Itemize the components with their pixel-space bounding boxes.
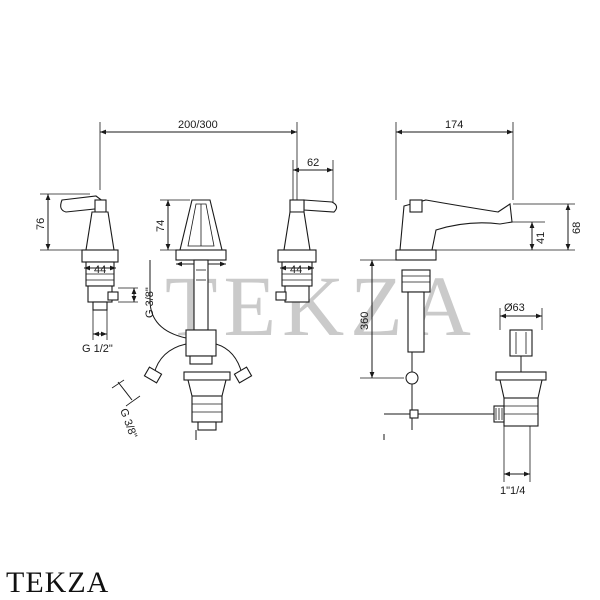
spout-length-dimension: 174 bbox=[395, 119, 514, 200]
center-body-height-label: 74 bbox=[155, 220, 167, 232]
left-handle-height-label: 76 bbox=[35, 218, 47, 230]
handle-reach-dimension: 62 bbox=[292, 157, 334, 205]
waste-thread-label: 1"1/4 bbox=[500, 485, 525, 497]
hose-length-label: 360 bbox=[359, 312, 371, 330]
inlet-thread-bottom-label: G 1/2" bbox=[82, 343, 113, 355]
hose-thread-label: G 3/8" bbox=[117, 407, 139, 440]
left-handle-valve: 76 44 G 3/8" G 1/2" bbox=[35, 193, 156, 355]
spacing-dimension: 200/300 bbox=[99, 119, 298, 200]
brand-logo-text: TEKZA bbox=[6, 566, 110, 599]
spout-height-label: 68 bbox=[571, 222, 583, 234]
spout-length-label: 174 bbox=[445, 119, 463, 131]
handle-reach-label: 62 bbox=[307, 157, 319, 169]
spout-clearance-label: 41 bbox=[535, 232, 547, 244]
left-base-width-label: 44 bbox=[94, 264, 106, 276]
right-handle-valve: 44 bbox=[275, 199, 338, 303]
spacing-label: 200/300 bbox=[178, 119, 218, 131]
waste-diameter-label: Ø63 bbox=[504, 302, 525, 314]
side-view-waste: Ø63 1"1/4 bbox=[493, 302, 547, 497]
right-base-width-label: 44 bbox=[290, 264, 302, 276]
side-view-spout: 41 68 360 bbox=[359, 199, 583, 440]
